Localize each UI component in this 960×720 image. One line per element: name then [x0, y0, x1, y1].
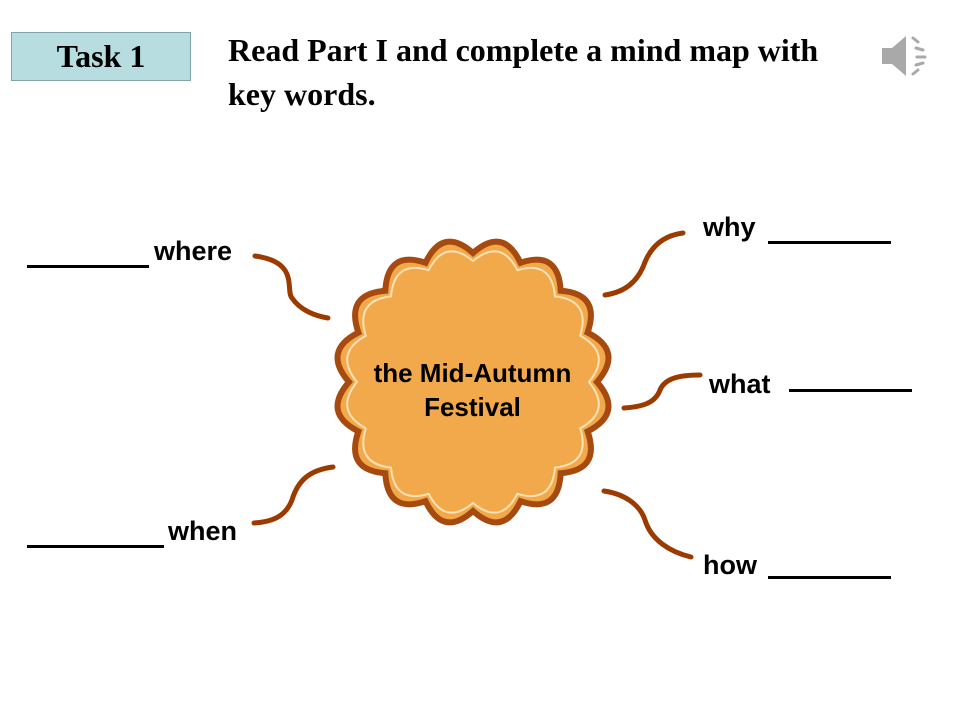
cloud-shape	[334, 238, 612, 526]
cloud-inner-outline	[346, 250, 600, 514]
when-label: when	[168, 516, 238, 546]
connector-what	[621, 372, 703, 411]
task-label: Task 1	[56, 38, 146, 74]
connector-how	[601, 488, 694, 560]
connector-why	[602, 230, 686, 298]
speaker-icon[interactable]	[878, 28, 938, 84]
where-answer-blank[interactable]	[27, 265, 149, 268]
how-label: how	[703, 550, 757, 580]
instruction-text: Read Part I and complete a mind map with…	[228, 32, 819, 112]
what-answer-blank[interactable]	[789, 389, 912, 392]
why-label: why	[703, 212, 756, 242]
task-badge: Task 1	[11, 32, 191, 81]
central-topic: the Mid-Autumn Festival	[340, 356, 605, 424]
what-label: what	[709, 369, 771, 399]
central-topic-line2: Festival	[424, 392, 521, 422]
central-topic-line1: the Mid-Autumn	[373, 358, 572, 388]
how-answer-blank[interactable]	[768, 576, 891, 579]
why-answer-blank[interactable]	[768, 241, 891, 244]
connector-where	[252, 253, 331, 321]
connector-when	[251, 464, 336, 526]
where-label: where	[154, 236, 233, 266]
when-answer-blank[interactable]	[27, 545, 164, 548]
